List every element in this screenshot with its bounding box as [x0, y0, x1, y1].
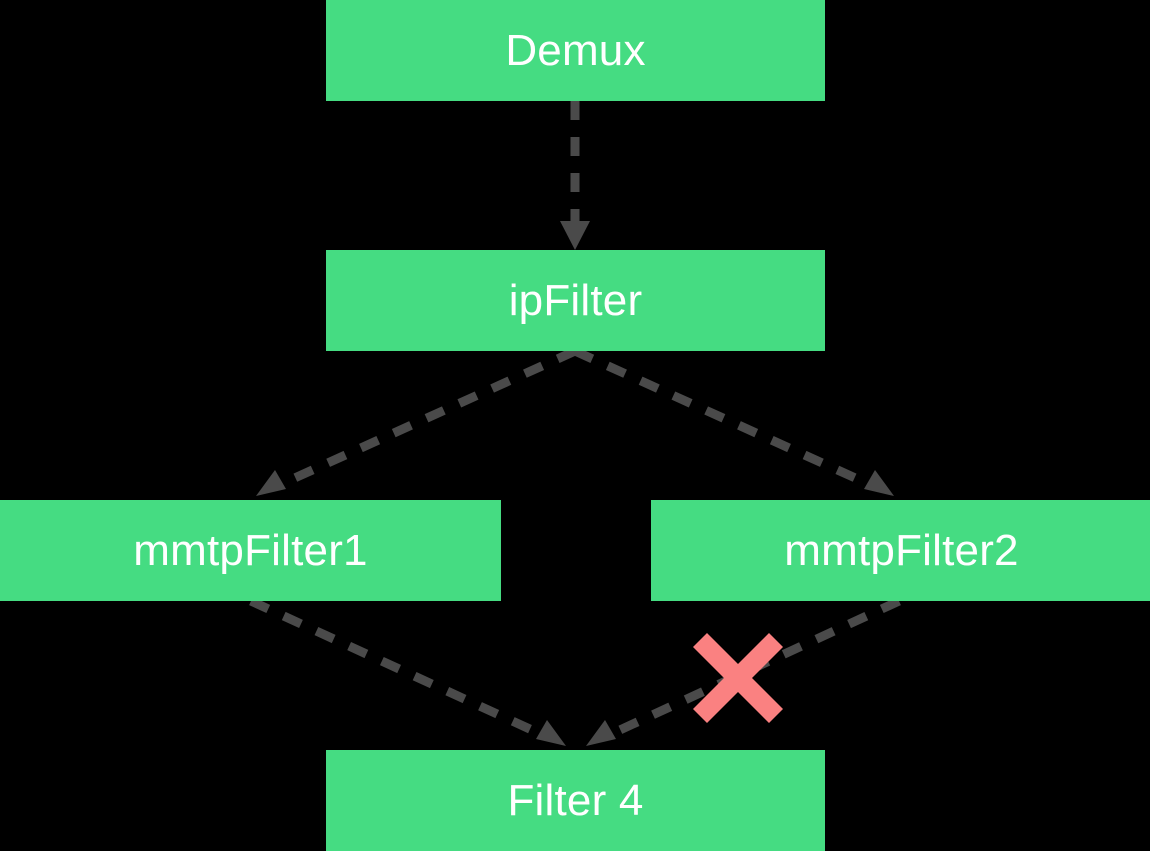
node-filter4-label: Filter 4	[507, 775, 644, 825]
edge-ipfilter-to-mmtpfilter1	[256, 346, 577, 496]
node-ipfilter-label: ipFilter	[508, 275, 643, 325]
node-demux-label: Demux	[505, 25, 646, 75]
edge-demux-to-ipfilter	[560, 101, 590, 250]
edge-ipfilter-to-mmtpfilter2	[573, 346, 894, 496]
node-mmtpfilter2-label: mmtpFilter2	[784, 525, 1019, 575]
node-demux[interactable]: Demux	[326, 0, 825, 101]
node-ipfilter[interactable]: ipFilter	[326, 250, 825, 351]
node-mmtpfilter1-label: mmtpFilter1	[133, 525, 368, 575]
edge-mmtpfilter1-to-filter4	[249, 596, 566, 746]
node-filter4[interactable]: Filter 4	[326, 750, 825, 851]
blocked-edge-cross-icon	[693, 633, 783, 723]
node-mmtpfilter1[interactable]: mmtpFilter1	[0, 500, 501, 601]
node-mmtpfilter2[interactable]: mmtpFilter2	[651, 500, 1150, 601]
